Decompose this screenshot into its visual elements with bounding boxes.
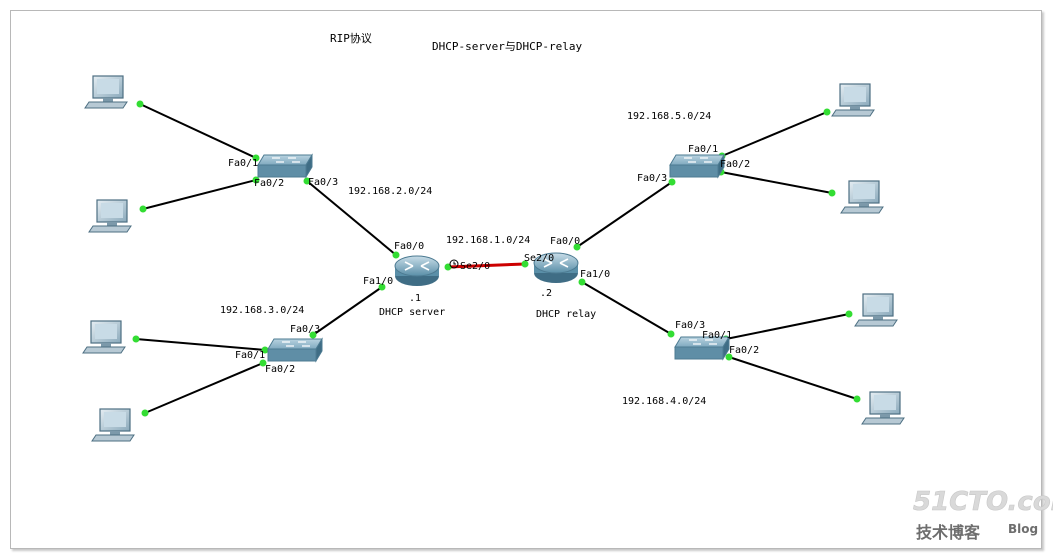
relay-se20-label: Se2/0 (524, 253, 554, 264)
port-dot (521, 260, 529, 268)
port-dot (309, 331, 317, 339)
port-dot (136, 100, 144, 108)
router-dhcp-server[interactable] (394, 255, 440, 286)
sw-tr-port3-label: Fa0/3 (637, 173, 667, 184)
server-se20-label: Se2/0 (460, 261, 490, 272)
sw-tl-port1-label: Fa0/1 (228, 158, 258, 169)
relay-fa10-label: Fa1/0 (580, 269, 610, 280)
switch-top-left[interactable] (257, 153, 313, 179)
sw-bl-port3-label: Fa0/3 (290, 324, 320, 335)
port-dot (378, 283, 386, 291)
sw-br-port2-label: Fa0/2 (729, 345, 759, 356)
server-host-label: .1 (409, 293, 421, 304)
pc-8[interactable] (861, 391, 905, 425)
network-label-3: 192.168.3.0/24 (220, 305, 304, 316)
port-dot (261, 346, 269, 354)
pc-3[interactable] (82, 320, 126, 354)
sw-br-port3-label: Fa0/3 (675, 320, 705, 331)
link-switch-br-pc8 (728, 356, 858, 400)
router-labels: Fa0/0 Fa1/0 Se2/0 .1 DHCP server Fa0/0 S… (363, 236, 610, 320)
link-switch-tr-pc5 (721, 111, 828, 157)
pc-4[interactable] (91, 408, 135, 442)
switch-top-right[interactable] (669, 153, 725, 179)
network-label-4: 192.168.4.0/24 (622, 396, 706, 407)
port-dot (667, 330, 675, 338)
port-dot (725, 353, 733, 361)
protocol-title: RIP协议 (330, 31, 372, 45)
link-relay-switch-tr (576, 181, 673, 248)
link-relay-switch-br (581, 281, 672, 335)
port-dot (823, 108, 831, 116)
sw-bl-port1-label: Fa0/1 (235, 350, 265, 361)
port-dot (141, 409, 149, 417)
port-dot (139, 205, 147, 213)
port-dot (252, 176, 260, 184)
switch-bottom-right[interactable] (674, 335, 730, 361)
pc-1[interactable] (84, 75, 128, 109)
network-label-2: 192.168.2.0/24 (348, 186, 432, 197)
link-pc2-switch-tl (142, 179, 257, 210)
port-dot (303, 177, 311, 185)
sw-tl-port3-label: Fa0/3 (308, 177, 338, 188)
link-pc3-switch-bl (135, 338, 266, 351)
topic-title: DHCP-server与DHCP-relay (432, 40, 582, 53)
watermark-sub: 技术博客 (916, 523, 981, 542)
network-labels: 192.168.5.0/24 192.168.2.0/24 192.168.1.… (220, 111, 711, 407)
port-dot (392, 251, 400, 259)
port-dot (252, 154, 260, 162)
link-serial (447, 262, 526, 269)
sw-tl-port2-label: Fa0/2 (254, 178, 284, 189)
server-fa00-label: Fa0/0 (394, 241, 424, 252)
port-dot (853, 395, 861, 403)
link-pc4-switch-bl (144, 362, 264, 414)
link-switch-tl-server (306, 180, 397, 256)
link-switch-tr-pc6 (720, 171, 833, 194)
port-dot (259, 359, 267, 367)
pc-7[interactable] (854, 293, 898, 327)
server-fa10-label: Fa1/0 (363, 276, 393, 287)
sw-bl-port2-label: Fa0/2 (265, 364, 295, 375)
link-server-switch-bl (312, 286, 383, 336)
port-dot (578, 278, 586, 286)
relay-fa00-label: Fa0/0 (550, 236, 580, 247)
watermark-logo: 51CTO.com 技术博客 Blog (913, 487, 1053, 542)
links (135, 103, 858, 414)
switch-bottom-left[interactable] (267, 337, 323, 363)
switch-port-labels: Fa0/1 Fa0/2 Fa0/3 Fa0/3 Fa0/1 Fa0/2 Fa0/… (228, 144, 759, 375)
clock-icon (449, 259, 459, 269)
port-dot (573, 243, 581, 251)
port-dot (668, 178, 676, 186)
port-dot (132, 335, 140, 343)
sw-br-port1-label: Fa0/1 (702, 330, 732, 341)
titles: RIP协议 DHCP-server与DHCP-relay (330, 31, 582, 53)
relay-host-label: .2 (540, 288, 552, 299)
watermark-blog: Blog (1008, 522, 1038, 536)
relay-name-label: DHCP relay (536, 309, 596, 320)
network-label-1: 192.168.1.0/24 (446, 235, 530, 246)
port-indicators (132, 100, 861, 417)
link-switch-br-pc7 (725, 313, 850, 340)
watermark-site: 51CTO.com (913, 487, 1053, 517)
link-pc1-switch-tl (139, 103, 257, 159)
router-dhcp-relay[interactable] (533, 252, 579, 283)
port-dot (845, 310, 853, 318)
pc-5[interactable] (831, 83, 875, 117)
sw-tr-port2-label: Fa0/2 (720, 159, 750, 170)
port-dot (828, 189, 836, 197)
server-name-label: DHCP server (379, 307, 445, 318)
network-label-5: 192.168.5.0/24 (627, 111, 711, 122)
pc-2[interactable] (88, 199, 132, 233)
sw-tr-port1-label: Fa0/1 (688, 144, 718, 155)
pc-6[interactable] (840, 180, 884, 214)
